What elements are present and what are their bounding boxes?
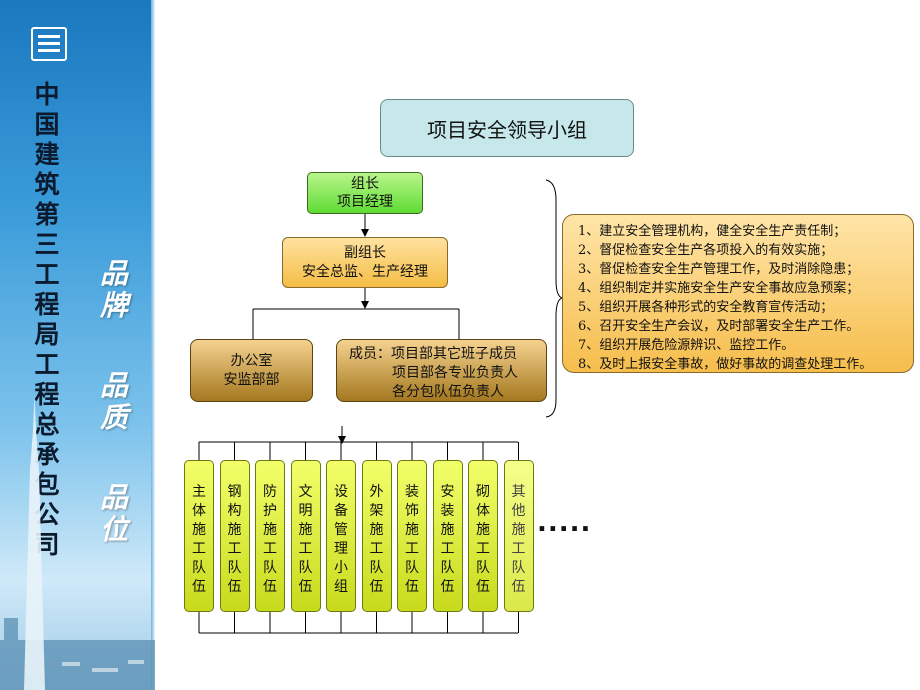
office-box: 办公室 安监部部 [190, 339, 313, 402]
duty-item: 3、督促检查安全生产管理工作，及时消除隐患； [578, 262, 860, 277]
team-box: 安装施工队伍 [432, 460, 463, 612]
page-title: 项目安全领导小组 [380, 99, 634, 157]
team-box: 防护施工队伍 [255, 460, 285, 612]
team-box: 钢构施工队伍 [219, 460, 250, 612]
members-line-2: 项目部各专业负责人 [392, 365, 518, 381]
duty-item: 7、组织开展危险源辨识、监控工作。 [578, 338, 795, 353]
duties-box: 1、建立安全管理机构，健全安全生产责任制； 2、督促检查安全生产各项投入的有效实… [562, 214, 914, 373]
team-box: 主体施工队伍 [184, 460, 214, 612]
deputy-role: 副组长 [344, 244, 386, 261]
leader-box: 组长 项目经理 [307, 172, 423, 214]
duty-item: 8、及时上报安全事故，做好事故的调查处理工作。 [578, 357, 873, 372]
team-box: 文明施工队伍 [290, 460, 321, 612]
team-box: 设备管理小组 [326, 460, 356, 612]
team-box: 装饰施工队伍 [397, 460, 427, 612]
duty-item: 5、组织开展各种形式的安全教育宣传活动； [578, 300, 834, 315]
office-name: 办公室 [230, 352, 273, 369]
members-box: 成员：项目部其它班子成员 项目部各专业负责人 各分包队伍负责人 [336, 339, 547, 402]
duty-item: 6、召开安全生产会议，及时部署安全生产工作。 [578, 319, 860, 334]
leader-title: 项目经理 [337, 194, 393, 210]
company-name: 中国建筑第三工程局工程总承包公司 [34, 80, 60, 559]
city-skyline-illustration [0, 395, 155, 690]
duty-item: 4、组织制定并实施安全生产安全事故应急预案； [578, 281, 860, 296]
deputy-title: 安全总监、生产经理 [302, 263, 428, 280]
brace-icon [545, 179, 564, 418]
deputy-box: 副组长 安全总监、生产经理 [282, 237, 448, 288]
sidebar: 中国建筑第三工程局工程总承包公司 品牌 品质 品位 [0, 0, 155, 690]
members-line-1: 成员：项目部其它班子成员 [349, 346, 517, 362]
slogan-brand: 品牌 [99, 257, 128, 322]
team-box: 其他施工队伍 [503, 460, 534, 612]
duty-item: 2、督促检查安全生产各项投入的有效实施； [578, 243, 834, 258]
slogan-quality: 品质 [99, 369, 128, 434]
office-dept: 安监部部 [223, 371, 280, 388]
members-line-3: 各分包队伍负责人 [392, 384, 504, 400]
slogan-grade: 品位 [99, 481, 128, 546]
sidebar-edge [151, 0, 155, 690]
cscec-logo-icon [31, 27, 67, 61]
tower-icon [24, 430, 45, 690]
more-teams-ellipsis: ..... [537, 508, 592, 538]
team-box: 砌体施工队伍 [468, 460, 498, 612]
leader-role: 组长 [351, 176, 379, 192]
duty-item: 1、建立安全管理机构，健全安全生产责任制； [578, 224, 847, 239]
team-box: 外架施工队伍 [361, 460, 392, 612]
